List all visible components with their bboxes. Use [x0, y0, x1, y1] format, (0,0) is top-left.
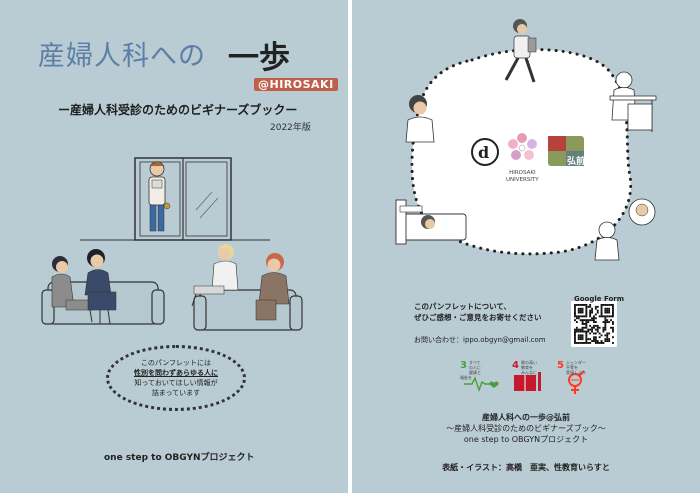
university-logo [508, 133, 537, 160]
sdg-number: 4 [512, 360, 519, 371]
project-name: one step to OBGYNプロジェクト [104, 453, 255, 463]
sdg-number: 5 [557, 360, 564, 371]
book-icon [514, 372, 541, 391]
cover-title: 産婦人科への [38, 41, 206, 72]
illustration-credit: 表紙・イラスト：高橋 亜実、性教育いらすと [442, 463, 610, 472]
credits-subtitle: 〜産婦人科受診のためのビギナーズブック〜 [446, 424, 606, 433]
university-logo-text: HIROSAKI UNIVERSITY [506, 170, 539, 183]
phone-call-illustration [594, 198, 656, 261]
google-form-label: Google Form [574, 295, 625, 303]
bubble-line: このパンフレットには [140, 359, 212, 367]
back-cover: d [352, 0, 700, 493]
hospital-bed-illustration [395, 199, 467, 245]
info-bubble: このパンフレットには 性別を問わずあらゆる人に 知っておいてほしい情報が 詰まっ… [106, 345, 246, 411]
sdg-icons [464, 370, 585, 394]
bubble-highlight: 性別を問わずあらゆる人に [134, 369, 218, 377]
gender-equality-icon [568, 370, 585, 394]
feedback-line-1: このパンフレットについて、 [414, 302, 512, 311]
heartbeat-icon [464, 376, 499, 393]
sdg-goal-5: 5 ジェンダー平等を 実現しよう [557, 360, 586, 375]
credits-block: 産婦人科への一歩@弘前 〜産婦人科受診のためのビギナーズブック〜 one ste… [352, 412, 700, 445]
feedback-line-2: ぜひご感想・ご意見をお寄せください [414, 313, 542, 322]
city-logo-text: 弘前 [567, 157, 586, 167]
contact-email[interactable]: お問い合わせ：ippo.obgyn@gmail.com [414, 336, 546, 344]
sdg-goal-4: 4 質の高い教育を みんなに [512, 360, 537, 375]
cover-title-emphasis: 一歩 [228, 40, 290, 76]
project-logo: d [471, 138, 499, 166]
front-cover: 産婦人科への 一歩 @HIROSAKI ー産婦人科受診のためのビギナーズブックー… [0, 0, 348, 493]
door-illustration [80, 157, 270, 241]
edition-year: 2022年版 [270, 123, 311, 133]
thinking-person-illustration [405, 95, 435, 143]
credits-title: 産婦人科への一歩@弘前 [482, 413, 570, 422]
qr-code[interactable] [571, 301, 617, 347]
seated-women-illustration [51, 249, 117, 325]
standing-person-illustration [148, 161, 171, 232]
back-illustration: d [395, 19, 657, 394]
cover-subtitle: ー産婦人科受診のためのビギナーズブックー [58, 103, 298, 117]
city-logo [548, 136, 584, 166]
svg-text:d: d [478, 143, 489, 162]
cover-illustration [41, 157, 303, 331]
bubble-line: 知っておいてほしい情報が [134, 379, 218, 387]
walking-person-illustration [504, 19, 537, 83]
hirosaki-badge: @HIROSAKI [254, 78, 338, 91]
page-gutter [348, 0, 352, 493]
bubble-line: 詰まっています [151, 389, 201, 397]
sdg-number: 3 [460, 360, 467, 371]
credits-project: one step to OBGYNプロジェクト [463, 435, 589, 444]
sdg-goal-3: 3 すべての人に 健康と福祉を [460, 360, 481, 380]
desk-person-illustration [609, 71, 657, 132]
seated-couple-illustration [191, 244, 290, 321]
white-blob [410, 48, 633, 256]
